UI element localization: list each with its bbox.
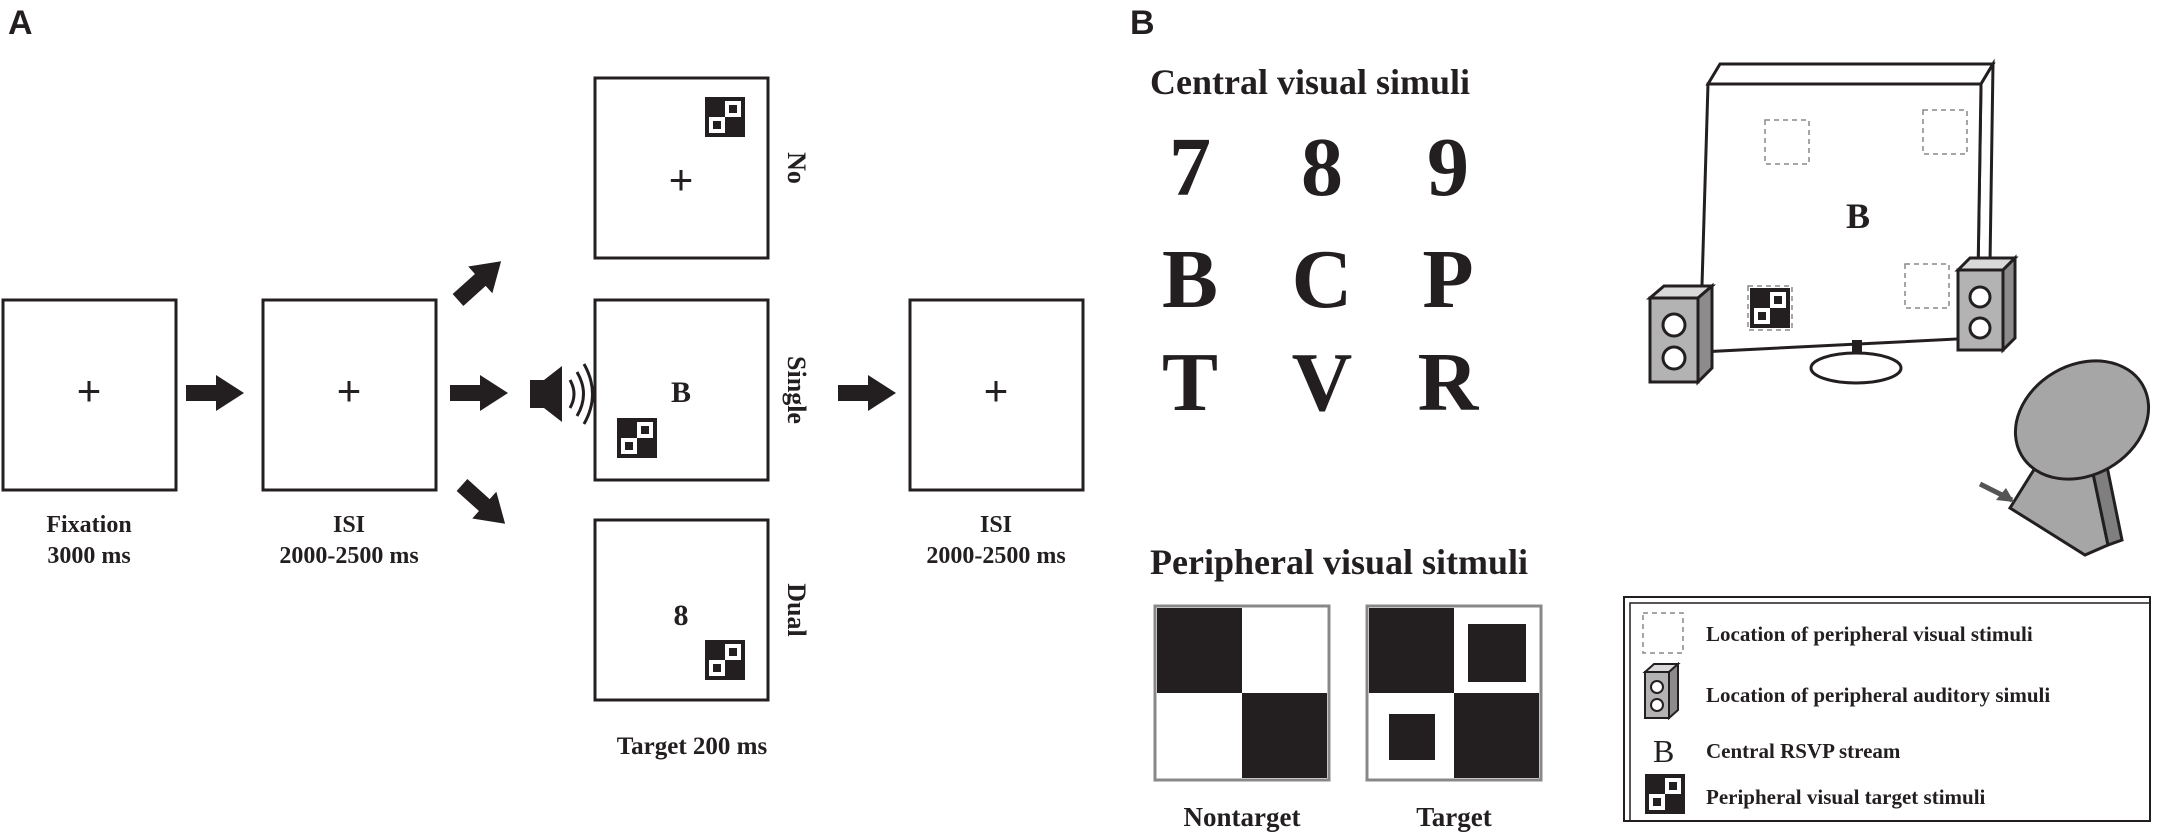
target-box-no: + (593, 76, 770, 260)
isi-label-2: ISI (980, 512, 1012, 538)
central-stimulus: 9 (1427, 121, 1469, 214)
arrow-down-right-icon (449, 471, 518, 538)
isi-label-1: ISI (333, 512, 365, 538)
condition-label-no: No (782, 152, 811, 184)
arrow-right-icon (838, 375, 896, 411)
monitor-letter: B (1846, 196, 1870, 236)
legend: Location of peripheral visual stimuli Lo… (1623, 596, 2151, 822)
peripheral-location-marker (1764, 119, 1810, 165)
speaker-left-icon (1645, 282, 1717, 386)
monitor-illustration: B (1698, 58, 1996, 385)
legend-text: Central RSVP stream (1706, 739, 1901, 763)
checker-target-icon (705, 640, 745, 680)
central-stimulus: V (1292, 336, 1353, 429)
isi-cross-2: + (984, 367, 1009, 414)
nontarget-label: Nontarget (1184, 802, 1301, 832)
peripheral-location-marker (1904, 263, 1950, 309)
target-central-no: + (669, 156, 694, 203)
peripheral-location-marker (1747, 285, 1793, 331)
central-stimulus: 8 (1301, 121, 1343, 214)
fixation-time: 3000 ms (47, 543, 130, 569)
central-stimulus: C (1292, 233, 1353, 326)
legend-letter-icon: B (1653, 733, 1674, 769)
checker-target-icon (617, 418, 657, 458)
target-central-single: B (671, 376, 691, 409)
checker-target-icon (1750, 288, 1790, 328)
legend-speaker-icon (1642, 661, 1681, 721)
speaker-icon (530, 363, 594, 425)
central-stimulus: T (1162, 336, 1218, 429)
arrow-right-icon (450, 375, 508, 411)
central-stimulus: P (1422, 233, 1473, 326)
legend-checker-icon (1645, 774, 1685, 814)
target-label: Target (1416, 802, 1492, 832)
fixation-label: Fixation (46, 512, 131, 538)
target-central-dual: 8 (674, 599, 689, 632)
isi-box-2: + (908, 298, 1085, 492)
central-stimulus: B (1162, 233, 1218, 326)
target-stimulus (1365, 604, 1543, 782)
central-stimuli-title: Central visual simuli (1150, 62, 1470, 102)
central-stimulus: 7 (1169, 121, 1211, 214)
fixation-cross: + (77, 367, 102, 414)
panel-b-label: B (1130, 4, 1155, 42)
legend-text: Peripheral visual target stimuli (1706, 785, 1986, 809)
target-box-dual: 8 (593, 518, 770, 702)
central-stimuli-grid: 7 8 9 B C P T V R (1162, 121, 1480, 429)
checker-target-icon (705, 97, 745, 137)
isi-box-1: + (261, 298, 438, 492)
nontarget-stimulus (1153, 604, 1331, 782)
arrow-up-right-icon (445, 247, 514, 314)
arrow-right-icon (186, 375, 244, 411)
panel-a-label: A (8, 4, 33, 42)
condition-label-single: Single (782, 356, 811, 424)
peripheral-stimuli-title: Peripheral visual sitmuli (1150, 542, 1528, 582)
legend-text: Location of peripheral visual stimuli (1706, 622, 2033, 646)
fixation-box: + (1, 298, 178, 492)
participant-head-icon (1978, 359, 2151, 557)
legend-dashed-square-icon (1642, 612, 1684, 654)
isi-time-2: 2000-2500 ms (926, 543, 1065, 569)
speaker-right-icon (1954, 254, 2019, 354)
isi-cross-1: + (337, 367, 362, 414)
condition-label-dual: Dual (782, 583, 811, 636)
central-stimulus: R (1418, 336, 1480, 429)
target-box-single: B (593, 298, 770, 482)
isi-time-1: 2000-2500 ms (279, 543, 418, 569)
peripheral-location-marker (1922, 109, 1968, 155)
target-caption: Target 200 ms (617, 733, 768, 760)
legend-text: Location of peripheral auditory simuli (1706, 683, 2050, 707)
